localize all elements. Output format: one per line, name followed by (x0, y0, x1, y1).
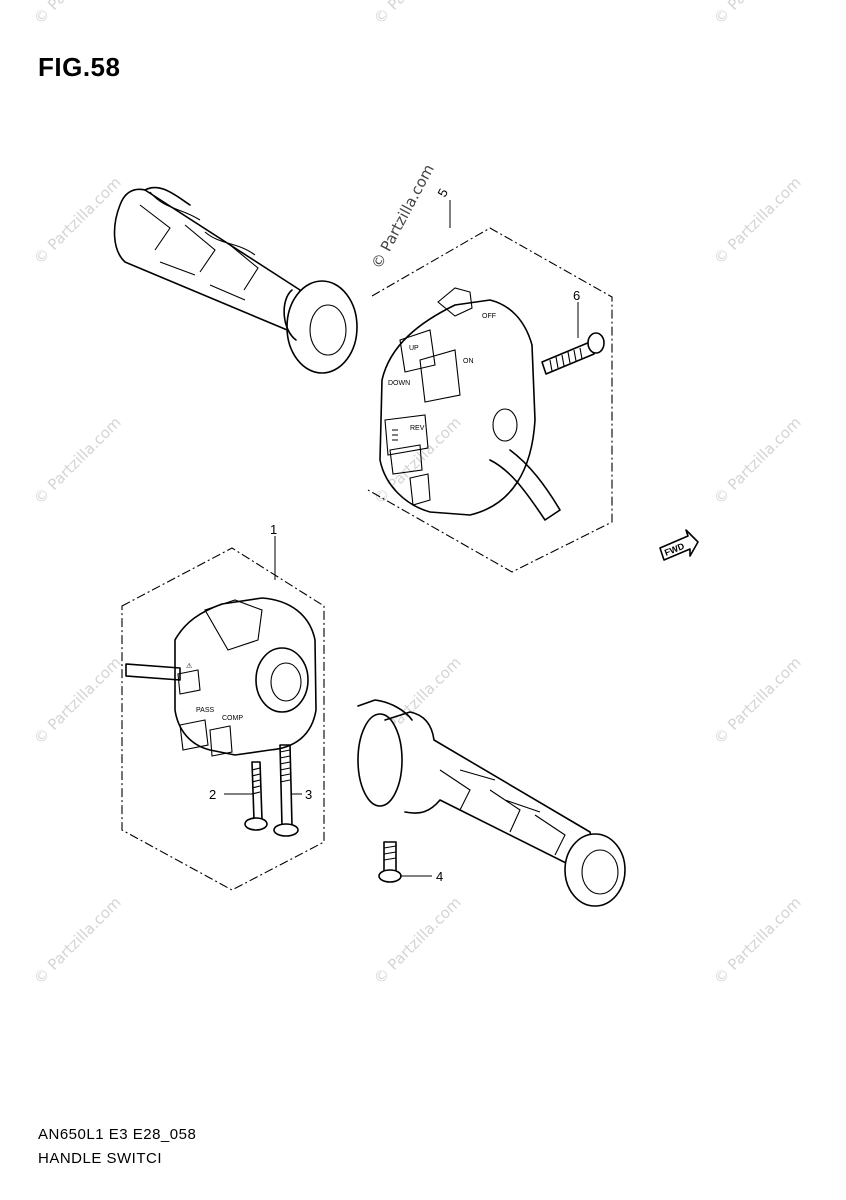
watermark-text: © Partzilla.com (30, 173, 125, 268)
right-switch-assembly: 5 UP OFF DOWN ON REV (367, 186, 613, 573)
left-switch-assembly: 1 ⚠ PASS COMP (121, 522, 325, 891)
label-down: DOWN (388, 380, 410, 387)
label-on: ON (463, 358, 474, 365)
label-hazard: ⚠ (186, 662, 192, 670)
watermark-text: © Partzilla.com (30, 0, 125, 28)
figure-name: HANDLE SWITCI (38, 1150, 163, 1167)
watermarks: © Partzilla.com © Partzilla.com © Partzi… (30, 0, 805, 988)
figure-title: FIG.58 (38, 52, 121, 82)
watermark-text: © Partzilla.com (710, 413, 805, 508)
callout-2: 2 (209, 787, 216, 802)
callout-1: 1 (270, 522, 277, 537)
screw-4-part: 4 (378, 841, 443, 884)
watermark-text: © Partzilla.com (30, 893, 125, 988)
callout-5: 5 (434, 186, 451, 199)
label-rev: REV (410, 425, 425, 432)
label-up: UP (409, 345, 419, 352)
watermark-text: © Partzilla.com (30, 413, 125, 508)
label-off: OFF (482, 313, 496, 320)
callout-6: 6 (573, 288, 580, 303)
watermark-text: © Partzilla.com (710, 653, 805, 748)
watermark-text: © Partzilla.com (710, 173, 805, 268)
callout-4: 4 (436, 869, 443, 884)
watermark-text: © Partzilla.com (710, 0, 805, 28)
callout-3: 3 (305, 787, 312, 802)
watermark-text: © Partzilla.com (370, 893, 465, 988)
watermark-text-dark: © Partzilla.com (368, 161, 438, 272)
label-pass: PASS (196, 707, 214, 714)
watermark-text: © Partzilla.com (370, 0, 465, 28)
fwd-arrow-indicator: FWD (659, 529, 699, 561)
label-comp: COMP (222, 715, 243, 722)
screw-3-part: 3 (273, 744, 312, 837)
bolt-6-part: 6 (541, 288, 605, 375)
left-grip-part (113, 186, 358, 374)
screw-2-part: 2 (209, 761, 268, 831)
model-code: AN650L1 E3 E28_058 (38, 1126, 197, 1143)
watermark-text: © Partzilla.com (30, 653, 125, 748)
watermark-text: © Partzilla.com (710, 893, 805, 988)
right-grip-part (357, 699, 626, 907)
